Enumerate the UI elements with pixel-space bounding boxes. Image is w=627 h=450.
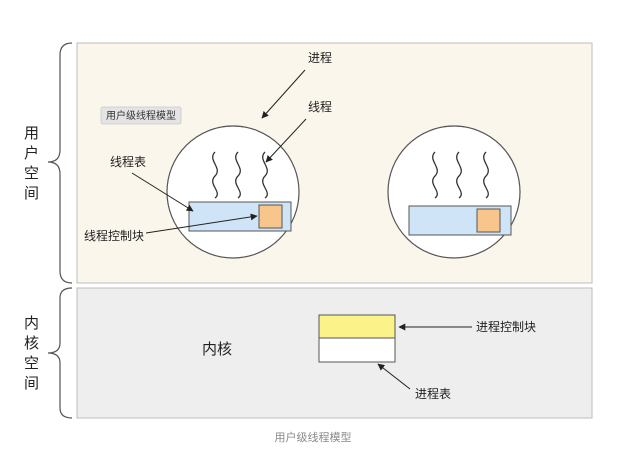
- process-table: [318, 337, 396, 363]
- process-control-block: [318, 314, 396, 339]
- user-space-label-4: 间: [24, 184, 39, 202]
- thread-control-block-1: [258, 204, 283, 229]
- model-tag-text: 用户级线程模型: [106, 109, 176, 122]
- kernel-space-label-4: 间: [24, 374, 39, 392]
- thread-squiggles-1: [212, 151, 268, 199]
- figure-caption: 用户级线程模型: [275, 430, 352, 444]
- kernel-space-label-1: 内: [24, 314, 39, 332]
- process-label: 进程: [308, 50, 332, 65]
- thread-table-label: 线程表: [110, 154, 146, 169]
- user-space-panel: [76, 42, 593, 284]
- thread-table-arrow: [131, 172, 194, 212]
- process-control-block-label: 进程控制块: [476, 319, 536, 334]
- process-table-arrow: [377, 363, 411, 390]
- user-space-brace: [47, 42, 73, 284]
- model-tag: [100, 106, 182, 125]
- process-circle-1: [166, 125, 300, 259]
- thread-control-block-label: 线程控制块: [84, 228, 144, 243]
- user-space-label-1: 用: [24, 124, 39, 142]
- thread-control-block-2: [476, 208, 501, 233]
- process-circle-2: [387, 125, 521, 259]
- kernel-space-label-3: 空: [24, 354, 39, 372]
- thread-label: 线程: [308, 99, 332, 114]
- kernel-space-brace: [47, 287, 73, 419]
- process-arrow: [261, 69, 306, 119]
- thread-control-block-arrow: [145, 213, 258, 234]
- process-table-label: 进程表: [415, 386, 451, 401]
- user-space-label-3: 空: [24, 164, 39, 182]
- kernel-title: 内核: [202, 340, 232, 358]
- kernel-space-label-2: 核: [24, 334, 39, 352]
- thread-arrow: [265, 118, 307, 163]
- user-space-label-2: 户: [24, 144, 39, 162]
- thread-squiggles-2: [432, 151, 489, 199]
